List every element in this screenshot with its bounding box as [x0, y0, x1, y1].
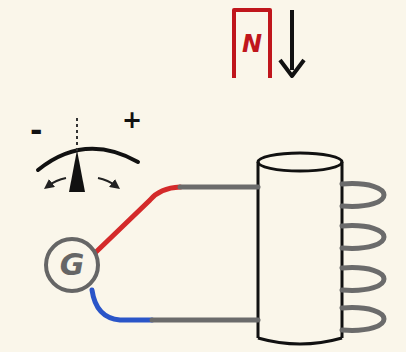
meter-needle: [69, 150, 85, 192]
blue-wire: [92, 290, 152, 320]
swing-arrow: [98, 178, 116, 186]
polarity-sign: -: [30, 116, 42, 146]
coil-core: [258, 153, 342, 344]
coil-wire: [152, 318, 258, 323]
zero-mark: [76, 118, 78, 152]
meter-scale: [38, 149, 138, 170]
motion-arrow: [290, 10, 294, 70]
coil-turn: [342, 184, 384, 207]
red-wire: [96, 187, 180, 252]
coil-windings: [342, 184, 384, 331]
coil-turn: [342, 268, 384, 291]
swing-arrow: [48, 178, 66, 186]
pole-label: N: [242, 32, 262, 56]
coil-turn: [342, 226, 384, 249]
galvanometer-circle: G: [44, 237, 100, 293]
coil-turn: [342, 308, 384, 331]
magnet-bar: N: [232, 8, 272, 80]
coil-wire: [180, 185, 258, 190]
motion-arrow: [280, 60, 304, 76]
polarity-sign: +: [122, 108, 142, 132]
meter-letter: G: [60, 250, 85, 280]
